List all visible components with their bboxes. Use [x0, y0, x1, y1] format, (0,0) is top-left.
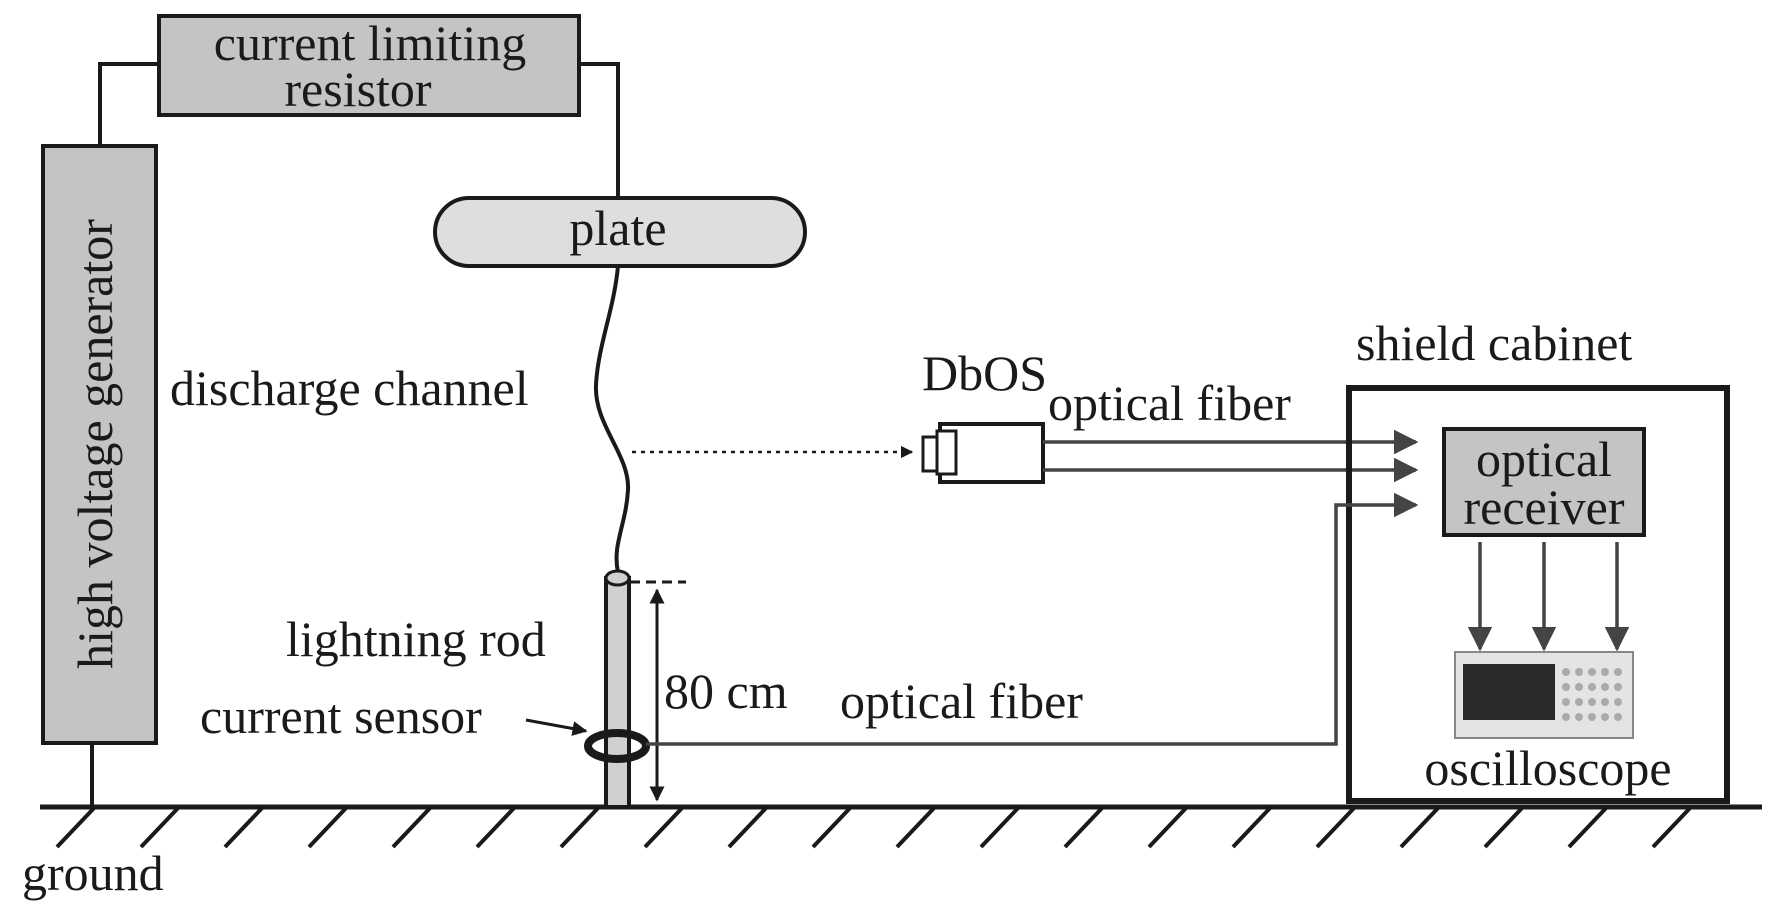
oscilloscope-knob [1588, 713, 1596, 721]
oscilloscope-knob [1575, 683, 1583, 691]
oscilloscope-knob [1601, 683, 1609, 691]
current-limiting-resistor: current limiting resistor [157, 14, 581, 117]
optical-receiver: optical receiver [1442, 427, 1646, 537]
oscilloscope-knob [1562, 713, 1570, 721]
oscilloscope-knob [1588, 698, 1596, 706]
ground-hatch [895, 805, 937, 849]
oscilloscope-knob [1588, 683, 1596, 691]
lightning-rod [604, 569, 631, 809]
ground-hatch [643, 805, 685, 849]
oscilloscope-knob [1575, 668, 1583, 676]
ground-hatch [1483, 805, 1525, 849]
ground-hatch [475, 805, 517, 849]
ground-hatch [1147, 805, 1189, 849]
optical-fiber-top-label: optical fiber [1048, 375, 1291, 431]
ground-hatch [223, 805, 265, 849]
oscilloscope-knob [1562, 698, 1570, 706]
ground-hatch [1651, 805, 1693, 849]
current-sensor-label: current sensor [200, 688, 482, 744]
ground-hatch [1315, 805, 1357, 849]
high-voltage-generator-label: high voltage generator [67, 219, 123, 669]
resistor-label-line2: resistor [284, 61, 432, 117]
ground-hatch [559, 805, 601, 849]
ground-hatch [307, 805, 349, 849]
ground-symbol [40, 804, 1762, 849]
ground-hatch [55, 805, 97, 849]
rod-height-label: 80 cm [664, 663, 788, 719]
shield-cabinet-label: shield cabinet [1356, 315, 1632, 371]
oscilloscope-knob [1614, 683, 1622, 691]
oscilloscope-knob [1601, 713, 1609, 721]
plate-electrode: plate [433, 196, 807, 268]
oscilloscope-label: oscilloscope [1424, 740, 1671, 796]
oscilloscope-device [1454, 651, 1634, 739]
oscilloscope-knob [1601, 668, 1609, 676]
ground-hatch [1231, 805, 1273, 849]
oscilloscope-knob [1614, 698, 1622, 706]
oscilloscope-knob [1614, 668, 1622, 676]
oscilloscope-knob [1588, 668, 1596, 676]
ground-hatch [811, 805, 853, 849]
rod-height-dimension [630, 580, 686, 802]
ground-hatch [1063, 805, 1105, 849]
plate-label: plate [569, 200, 666, 256]
generator-resistor-wire [98, 62, 159, 146]
lightning-rod-label: lightning rod [286, 611, 546, 667]
optical-receiver-label-line1: optical [1476, 431, 1612, 487]
ground-hatch [727, 805, 769, 849]
ground-hatch [139, 805, 181, 849]
ground-hatch [1567, 805, 1609, 849]
current-sensor-pointer [525, 718, 588, 736]
ground-label: ground [22, 845, 164, 901]
oscilloscope-knob [1601, 698, 1609, 706]
current-sensor-ring [584, 729, 650, 763]
oscilloscope-knob [1562, 668, 1570, 676]
oscilloscope-knob [1614, 713, 1622, 721]
oscilloscope-knob [1575, 698, 1583, 706]
optical-receiver-label-line2: receiver [1464, 479, 1625, 535]
shield-cabinet [1346, 385, 1730, 804]
high-voltage-generator: high voltage generator [41, 144, 158, 745]
oscilloscope-knob [1562, 683, 1570, 691]
dbos-sensor [921, 422, 1045, 484]
optical-fiber-bottom [646, 492, 1419, 746]
oscilloscope-knob [1575, 713, 1583, 721]
discharge-channel-path [593, 265, 631, 573]
resistor-label-line1: current limiting [214, 15, 526, 71]
ground-hatch [1399, 805, 1441, 849]
dbos-label: DbOS [922, 345, 1047, 401]
ground-hatch [979, 805, 1021, 849]
resistor-plate-wire [579, 62, 620, 198]
ground-hatch [391, 805, 433, 849]
optical-fiber-bottom-label: optical fiber [840, 673, 1083, 729]
discharge-channel-label: discharge channel [170, 360, 529, 416]
